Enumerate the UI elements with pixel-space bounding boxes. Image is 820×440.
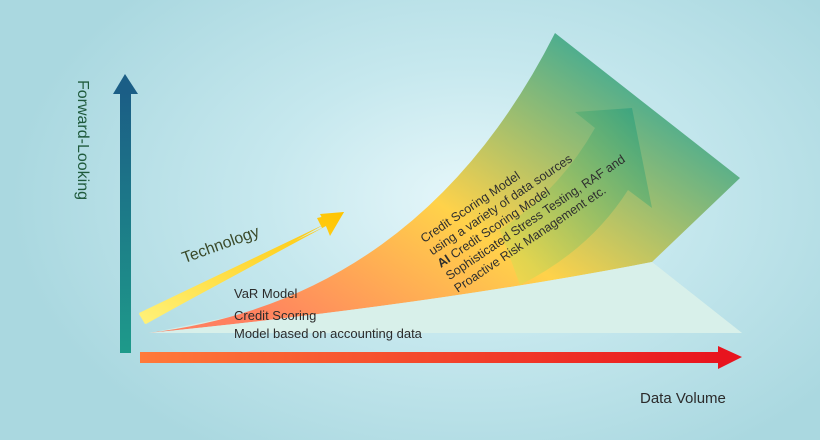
y-axis-bar	[120, 92, 131, 353]
stage-accounting-model: Model based on accounting data	[234, 326, 422, 341]
x-axis-bar	[140, 352, 720, 363]
growth-wedge-lower	[148, 262, 742, 333]
technology-arrow-body	[139, 212, 344, 324]
stage-credit-scoring: Credit Scoring	[234, 308, 317, 323]
growth-wedge	[148, 33, 740, 333]
y-axis-label: Forward-Looking	[74, 79, 91, 201]
inner-curved-arrow	[500, 108, 652, 285]
x-axis-label: Data Volume	[640, 390, 726, 407]
y-axis-arrowhead	[113, 74, 138, 94]
x-axis-arrowhead	[718, 346, 742, 369]
stage-var-model: VaR Model	[234, 286, 298, 301]
